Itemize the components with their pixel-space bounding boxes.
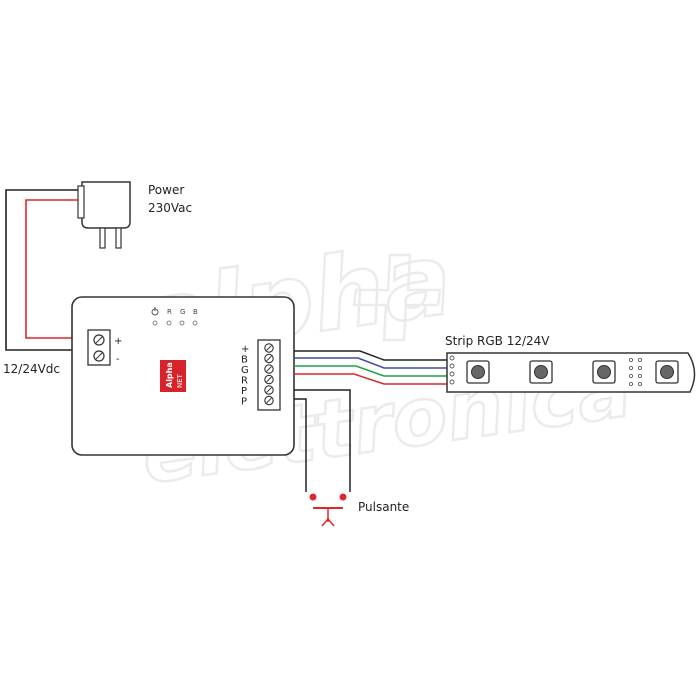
strip-cut-dot-right-0 [638,357,643,362]
led-label-r: R [167,308,172,316]
strip-pad-0 [449,355,455,361]
strip-cut-dot-right-1 [638,365,643,370]
led-indicator-r [166,320,172,326]
output-screw-slot-1 [266,355,272,362]
power-wire-black [5,189,92,351]
output-pin-label-0: + [241,344,249,355]
output-screw-slot-2 [266,366,272,372]
button-label: Pulsante [358,500,409,514]
strip-cut-dot-left-3 [629,381,634,386]
input-minus-label: - [116,354,120,365]
dc-supply-label: 12/24Vdc [3,362,60,376]
push-button [309,493,347,527]
push-button-base [321,517,335,527]
strip-leds [466,360,679,384]
brand-logo-line1: Alpha [165,362,174,388]
strip-cut-dot-right-2 [638,373,643,378]
strip-pad-2 [449,371,455,377]
output-pin-label-3: R [241,376,248,387]
led-strip [446,352,696,393]
power-plug-pin-left [99,227,106,249]
led-label-g: G [180,308,185,316]
input-screw-minus-slot [95,352,103,360]
power-adapter-ridge [77,185,85,219]
brand-logo [160,360,186,392]
led-indicator-power [152,320,158,326]
strip-led-lens-3 [660,365,674,379]
strip-led-lens-0 [471,365,485,379]
strip-led-lens-2 [597,365,611,379]
led-indicator-b [192,320,198,326]
button-wire-1 [294,389,351,492]
strip-cut-dots [629,357,643,386]
wire-red [294,373,448,385]
power-adapter [77,181,131,249]
output-pin-label-4: P [241,386,247,397]
strip-pad-3 [449,379,455,385]
strip-label: Strip RGB 12/24V [445,334,550,348]
output-screw-slot-4 [266,387,272,393]
strip-pad-1 [449,363,455,369]
output-screw-slot-0 [266,345,272,351]
led-strip-body [446,352,696,393]
led-indicator-g [179,320,185,326]
wire-green [294,365,448,377]
strip-cut-dot-left-0 [629,357,634,362]
input-screw-plus-slot [95,336,103,344]
button-wire-2 [294,398,307,492]
brand-logo-line2: NET [176,373,184,388]
power-voltage-label: 230Vac [148,201,192,215]
strip-led-lens-1 [534,365,548,379]
output-pin-label-1: B [241,355,248,366]
power-wire-red [25,199,92,339]
power-label: Power [148,183,184,197]
output-pin-label-5: P [241,397,247,408]
push-button-contact-right [339,493,347,501]
strip-pads [449,355,455,385]
push-button-contact-left [309,493,317,501]
output-screw-slot-3 [266,376,272,383]
output-screw-slot-5 [266,397,272,404]
power-plug-pin-right [115,227,122,249]
wire-blue [294,357,448,369]
wire-plus-black [294,350,448,361]
power-adapter-body [81,181,131,229]
output-screws [264,343,274,406]
strip-cut-dot-left-2 [629,373,634,378]
strip-cut-dot-left-1 [629,365,634,370]
watermark-cross [352,253,442,342]
led-label-b: B [193,308,198,316]
input-plus-label: + [114,336,122,347]
output-pin-label-2: G [241,365,249,376]
strip-cut-dot-right-3 [638,381,643,386]
